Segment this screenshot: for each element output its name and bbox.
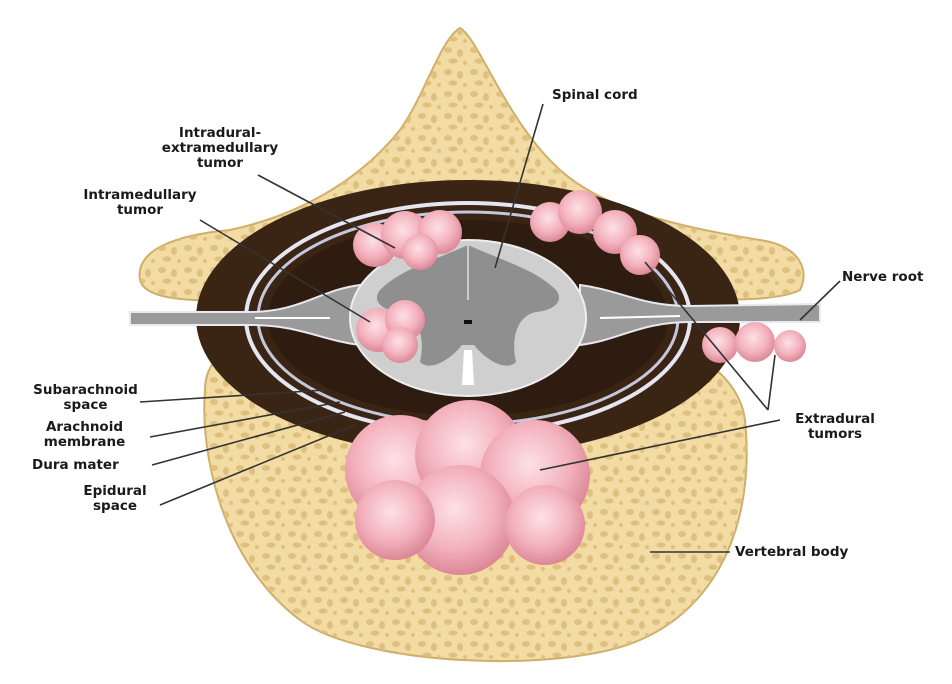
- label-spinal-cord: Spinal cord: [552, 88, 638, 103]
- label-line: membrane: [22, 435, 147, 450]
- label-line: Subarachnoid: [28, 383, 143, 398]
- label-extradural: Extradural tumors: [780, 412, 890, 442]
- label-line: Intradural-: [130, 126, 310, 141]
- label-epidural: Epidural space: [70, 484, 160, 514]
- label-line: space: [28, 398, 143, 413]
- extradural-tumor-right: [702, 322, 806, 363]
- label-line: tumor: [65, 203, 215, 218]
- label-line: tumor: [130, 156, 310, 171]
- label-nerve-root: Nerve root: [842, 270, 923, 285]
- label-line: space: [70, 499, 160, 514]
- label-line: extramedullary: [130, 141, 310, 156]
- label-arachnoid: Arachnoid membrane: [22, 420, 147, 450]
- label-vertebral-body: Vertebral body: [735, 545, 848, 560]
- label-subarachnoid: Subarachnoid space: [28, 383, 143, 413]
- label-intramedullary: Intramedullary tumor: [65, 188, 215, 218]
- extradural-tumor-large: [345, 400, 590, 575]
- label-line: Epidural: [70, 484, 160, 499]
- label-intradural-extramedullary: Intradural- extramedullary tumor: [130, 126, 310, 171]
- label-line: Extradural: [780, 412, 890, 427]
- label-line: Intramedullary: [65, 188, 215, 203]
- label-line: tumors: [780, 427, 890, 442]
- label-line: Arachnoid: [22, 420, 147, 435]
- label-dura-mater: Dura mater: [32, 458, 119, 473]
